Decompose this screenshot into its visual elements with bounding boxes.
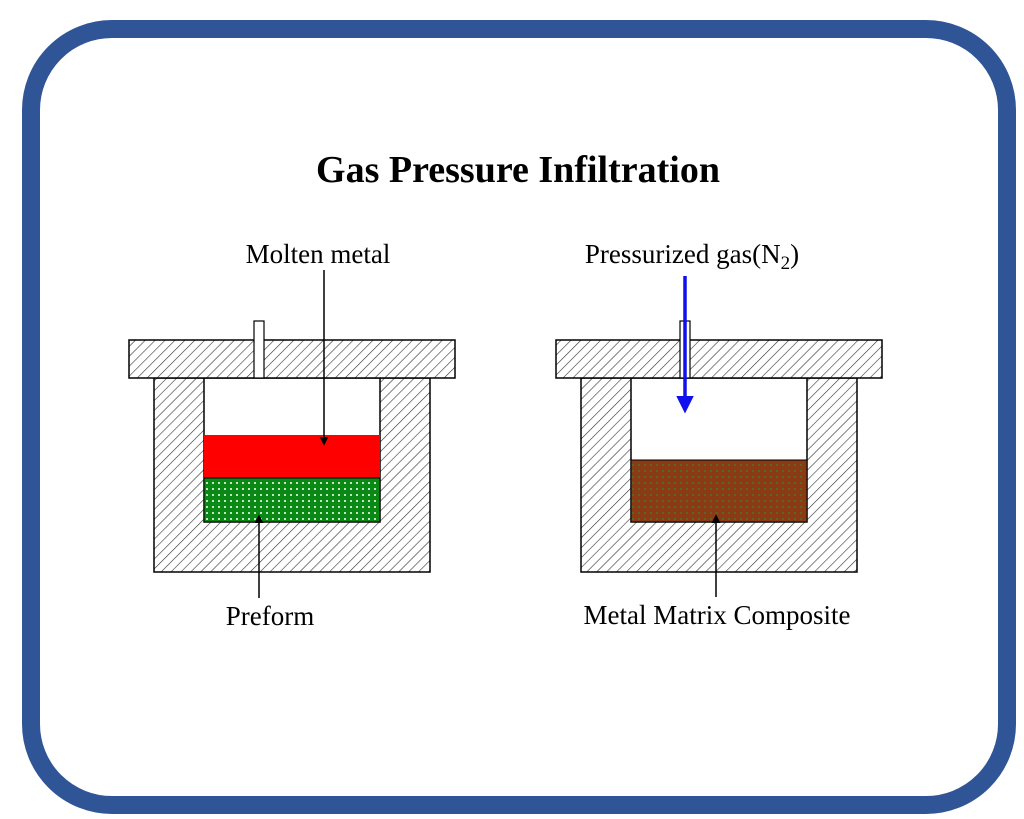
right-setup: Pressurized gas(N2) Metal Matrix Composi… — [555, 239, 883, 630]
gas-label-prefix: Pressurized gas(N — [585, 239, 781, 269]
composite-layer — [630, 459, 808, 523]
pressurized-gas-label: Pressurized gas(N2) — [585, 239, 799, 274]
left-inlet-tube — [253, 320, 265, 379]
preform-layer — [203, 477, 381, 523]
molten-metal-layer — [204, 435, 380, 478]
gas-label-subscript: 2 — [781, 253, 791, 274]
left-setup: Molten metal Preform — [128, 239, 456, 631]
molten-metal-label: Molten metal — [246, 239, 391, 269]
composite-label: Metal Matrix Composite — [584, 600, 851, 630]
diagram-title: Gas Pressure Infiltration — [316, 149, 720, 191]
gas-label-suffix: ) — [790, 239, 799, 269]
left-lid — [128, 339, 456, 379]
right-lid — [555, 339, 883, 379]
preform-label: Preform — [226, 601, 314, 631]
